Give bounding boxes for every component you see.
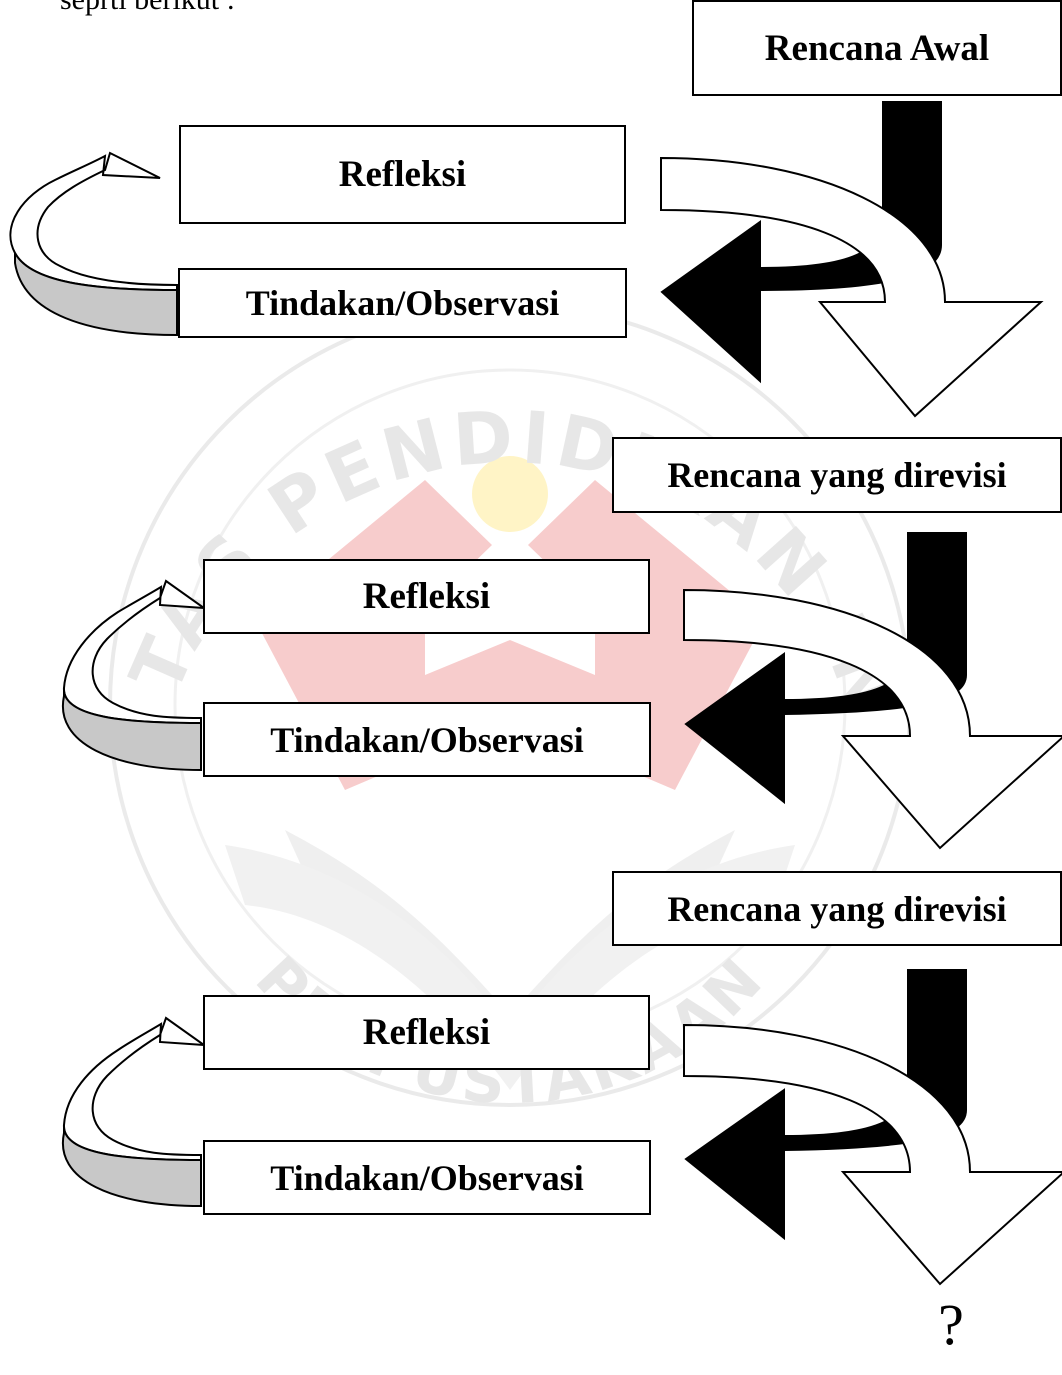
refleksi-box-3: Refleksi [203, 995, 650, 1070]
cycle-loop-arrow-icon [62, 1016, 208, 1162]
curved-down-arrow-icon [660, 156, 1044, 418]
tindakan-observasi-box-3: Tindakan/Observasi [203, 1140, 651, 1215]
rencana-awal-box: Rencana Awal [692, 0, 1062, 96]
cycle-loop-band-icon [61, 687, 202, 772]
tindakan-observasi-label: Tindakan/Observasi [245, 283, 560, 323]
cycle-3-arrows [61, 969, 1062, 1286]
refleksi-label: Refleksi [338, 154, 467, 195]
refleksi-label: Refleksi [362, 1012, 491, 1053]
intro-text: seprti berikut : [60, 0, 235, 20]
rencana-yang-direvisi-label: Rencana yang direvisi [667, 455, 1007, 495]
rencana-yang-direvisi-box-2: Rencana yang direvisi [612, 871, 1062, 946]
cycle-2-arrows [61, 532, 1062, 850]
refleksi-label: Refleksi [362, 576, 491, 617]
tindakan-observasi-box-2: Tindakan/Observasi [203, 702, 651, 777]
refleksi-box-1: Refleksi [179, 125, 626, 224]
refleksi-box-2: Refleksi [203, 559, 650, 634]
cycle-loop-band-icon [61, 1124, 202, 1208]
rencana-yang-direvisi-box-1: Rencana yang direvisi [612, 437, 1062, 513]
tindakan-observasi-box-1: Tindakan/Observasi [178, 268, 627, 338]
curved-down-arrow-icon [683, 588, 1062, 850]
question-mark: ? [938, 1292, 964, 1357]
tindakan-observasi-label: Tindakan/Observasi [270, 1157, 584, 1198]
curved-down-arrow-icon [683, 1023, 1062, 1286]
cycle-loop-arrow-icon [9, 151, 178, 292]
rencana-awal-label: Rencana Awal [764, 27, 990, 69]
cycle-1-arrows [9, 101, 1044, 418]
rencana-yang-direvisi-label: Rencana yang direvisi [667, 888, 1007, 929]
cycle-loop-band-icon [14, 252, 178, 337]
tindakan-observasi-label: Tindakan/Observasi [270, 719, 584, 760]
